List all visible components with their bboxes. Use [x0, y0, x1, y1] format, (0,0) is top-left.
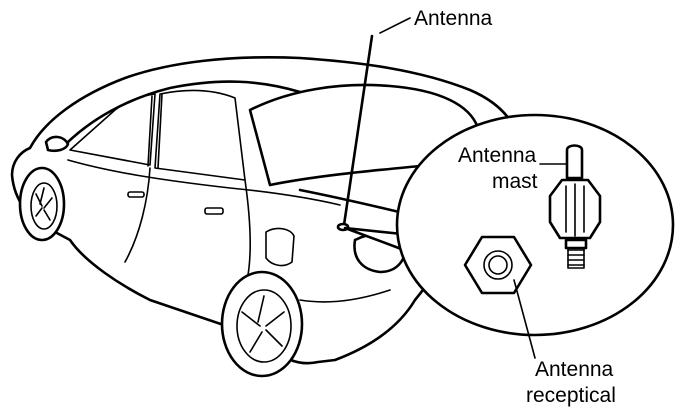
antenna-mast-label-line1: Antenna — [458, 144, 537, 167]
antenna-mast-label-line2: mast — [492, 170, 538, 193]
rear-window — [248, 83, 480, 187]
callout-circle — [395, 113, 675, 337]
rear-door-handle — [204, 207, 224, 215]
fuel-door — [265, 227, 295, 267]
antenna-receptical-label-line1: Antenna — [535, 358, 614, 381]
rear-door-window — [154, 89, 246, 181]
rear-wheel — [220, 270, 304, 378]
front-door-seam — [124, 167, 151, 263]
front-door-handle — [127, 191, 145, 198]
front-wheel — [18, 166, 66, 242]
rear-bumper-line — [299, 289, 391, 303]
receptacle-leader-line — [513, 279, 536, 359]
antenna-label: Antenna — [414, 7, 493, 30]
rear-door-seam — [244, 179, 251, 276]
antenna-mast-part — [548, 144, 602, 269]
car-illustration — [10, 56, 524, 378]
antenna-rod — [342, 34, 374, 227]
antenna-receptacle-part — [463, 235, 533, 295]
front-window — [69, 93, 156, 166]
window-pillar — [147, 93, 163, 169]
antenna-leader-line — [379, 17, 411, 34]
side-mirror — [44, 135, 70, 153]
car-belt-line — [67, 159, 341, 206]
antenna-receptical-label-line2: receptical — [526, 384, 616, 407]
detail-callout — [343, 113, 675, 359]
